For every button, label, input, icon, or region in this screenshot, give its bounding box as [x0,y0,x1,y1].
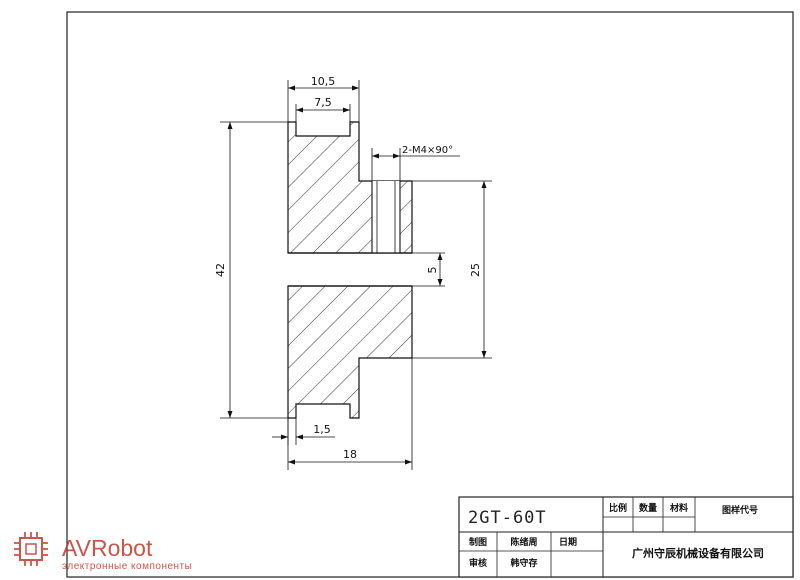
checked-by-name: 韩守存 [510,557,537,569]
logo-brand: AVRobot [62,535,153,561]
dim-set-screw: 2-M4×90° [371,145,460,181]
quantity-label: 数量 [639,502,657,514]
material-label: 材料 [669,502,688,514]
drawn-by-name: 陈绪周 [510,536,537,548]
date-label: 日期 [559,536,577,548]
set-screw-hole [372,181,400,253]
dim-label-1-5: 1,5 [313,423,331,436]
pulley-section [287,121,413,419]
dim-label-7-5: 7,5 [314,96,332,109]
logo-tagline: электронные компоненты [62,561,192,572]
avrobot-watermark: AVRobot электронные компоненты [14,532,192,572]
drawing-code-label: 图样代号 [722,504,758,516]
dim-overall-hub-width: 10,5 [287,75,360,122]
pulley-body-lower [287,285,413,419]
dim-label-42: 42 [214,263,227,277]
chip-icon [14,532,48,566]
dim-total-length: 18 [287,358,413,470]
scale-label: 比例 [609,502,627,514]
dim-tooth-width: 7,5 [295,96,351,136]
dim-label-set-screw: 2-M4×90° [402,145,453,156]
checked-by-label: 审核 [469,557,487,569]
drawn-by-label: 制图 [469,536,487,548]
dim-label-18: 18 [343,448,357,461]
dim-label-5: 5 [426,267,439,274]
drawing-frame [66,11,794,578]
dim-outer-diameter: 42 [214,121,288,419]
dim-label-10-5: 10,5 [311,75,336,88]
dim-bore: 5 [412,252,445,287]
dim-label-25: 25 [469,263,482,277]
part-name: 2GT-60T [468,508,547,528]
dim-flange: 1,5 [272,418,335,445]
dim-hub-diameter: 25 [412,180,492,359]
company-name: 广州守辰机械设备有限公司 [632,546,764,560]
title-block: 2GT-60T 比例 数量 材料 图样代号 制图 陈绪周 日期 审核 韩守存 广… [458,496,794,578]
